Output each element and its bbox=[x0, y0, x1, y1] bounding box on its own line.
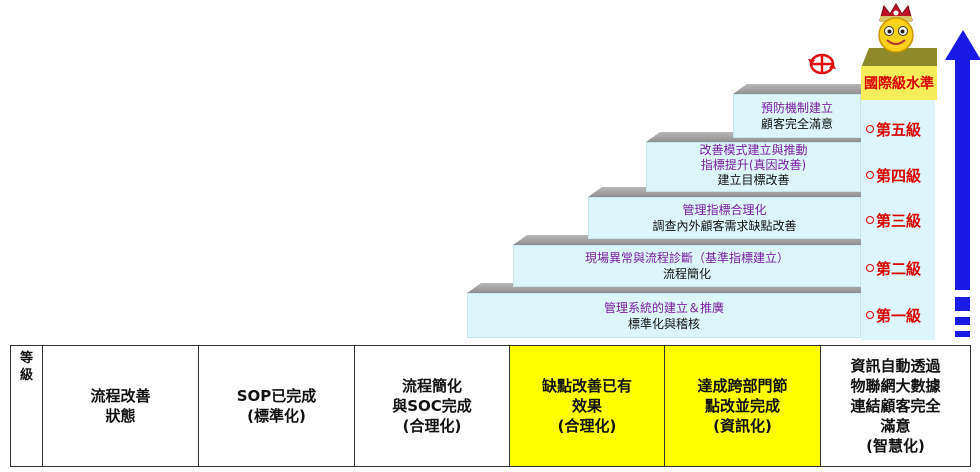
level-5-label: 第五級 bbox=[866, 119, 921, 140]
step-title: 現場異常與流程診斷（基準指標建立） bbox=[584, 251, 789, 265]
maturity-level-table: 等 級 流程改善 狀態 SOP已完成 (標準化) 流程簡化 與SOC完成 (合理… bbox=[10, 345, 971, 467]
step-level-1: 管理系統的建立＆推廣 標準化與稽核 bbox=[467, 283, 861, 338]
step-title: 改善模式建立與推動 bbox=[699, 143, 808, 157]
table-cell-defect-improved: 缺點改善已有 效果 (合理化) bbox=[509, 345, 665, 467]
international-level-label: 國際級水準 bbox=[864, 76, 934, 92]
step-top-face bbox=[588, 187, 861, 197]
step-subtitle: 調查內外顧客需求缺點改善 bbox=[652, 219, 797, 233]
step-title: 預防機制建立 bbox=[760, 101, 833, 115]
step-subtitle: 流程簡化 bbox=[662, 267, 711, 281]
step-level-3: 管理指標合理化 調查內外顧客需求缺點改善 bbox=[588, 187, 861, 239]
step-front-face: 管理指標合理化 調查內外顧客需求缺點改善 bbox=[588, 197, 861, 239]
step-title: 管理系統的建立＆推廣 bbox=[603, 300, 724, 315]
step-front-face: 現場異常與流程診斷（基準指標建立） 流程簡化 bbox=[513, 245, 861, 287]
level-1-label: 第一級 bbox=[866, 305, 921, 326]
level-2-label: 第二級 bbox=[866, 258, 921, 279]
step-level-4: 改善模式建立與推動 指標提升(真因改善) 建立目標改善 bbox=[646, 132, 861, 192]
level-3-label: 第三級 bbox=[866, 210, 921, 231]
step-title: 管理指標合理化 bbox=[682, 203, 767, 217]
table-cell-process-simplified: 流程簡化 與SOC完成 (合理化) bbox=[354, 345, 510, 467]
step-top-face bbox=[733, 84, 861, 94]
step-top-face bbox=[467, 283, 861, 293]
step-subtitle: 建立目標改善 bbox=[717, 173, 790, 187]
smiling-sun-with-crown-icon bbox=[878, 3, 914, 53]
upward-arrow-head bbox=[945, 30, 980, 60]
step-subtitle: 標準化與稽核 bbox=[627, 316, 700, 331]
step-level-5: 預防機制建立 顧客完全滿意 bbox=[733, 84, 861, 138]
arrow-dash bbox=[955, 317, 970, 325]
step-top-face bbox=[513, 235, 861, 245]
step-front-face: 改善模式建立與推動 指標提升(真因改善) 建立目標改善 bbox=[646, 142, 861, 192]
level-4-label: 第四級 bbox=[866, 165, 921, 186]
step-front-face: 預防機制建立 顧客完全滿意 bbox=[733, 94, 861, 138]
table-cell-cross-department: 達成跨部門節 點改並完成 (資訊化) bbox=[664, 345, 821, 467]
table-cell-smart-automation: 資訊自動透過 物聯網大數據 連結顧客完全 滿意 (智慧化) bbox=[820, 345, 971, 467]
international-block: 國際級水準 bbox=[861, 66, 937, 100]
international-block-top bbox=[861, 48, 937, 68]
step-front-face: 管理系統的建立＆推廣 標準化與稽核 bbox=[467, 293, 861, 338]
table-cell-process-status: 流程改善 狀態 bbox=[42, 345, 199, 467]
table-row: 等 級 流程改善 狀態 SOP已完成 (標準化) 流程簡化 與SOC完成 (合理… bbox=[10, 345, 971, 467]
table-cell-grade-header: 等 級 bbox=[10, 345, 43, 467]
table-cell-sop-complete: SOP已完成 (標準化) bbox=[198, 345, 355, 467]
arrow-dash bbox=[955, 331, 970, 337]
step-subtitle: 顧客完全滿意 bbox=[760, 117, 833, 131]
upward-arrow-shaft bbox=[955, 58, 970, 290]
step-level-2: 現場異常與流程診斷（基準指標建立） 流程簡化 bbox=[513, 235, 861, 287]
rotate-arrows-icon bbox=[808, 53, 836, 75]
arrow-dash bbox=[955, 297, 970, 311]
step-title-second-line: 指標提升(真因改善) bbox=[700, 158, 807, 172]
